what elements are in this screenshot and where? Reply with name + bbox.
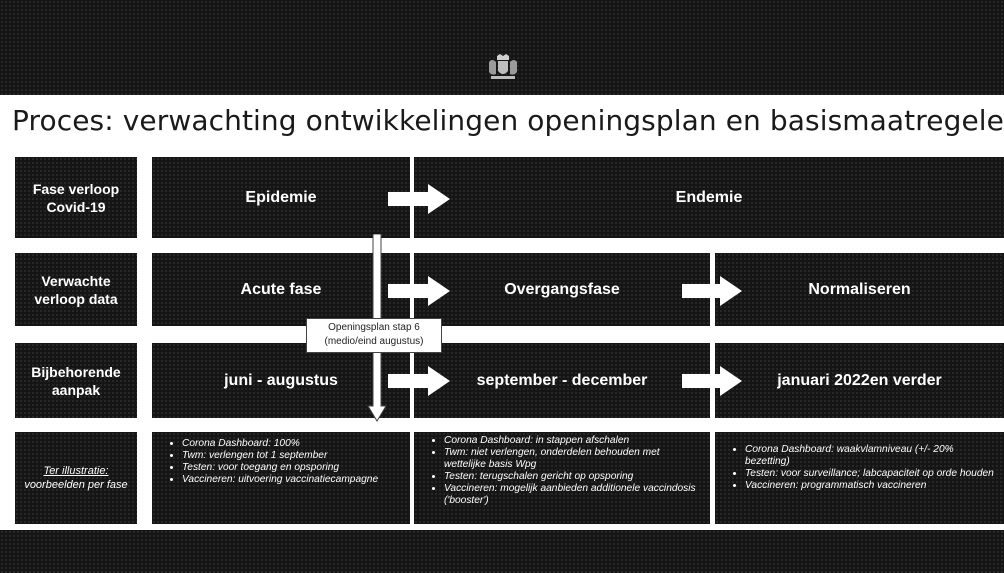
right-arrow-icon	[682, 276, 742, 306]
callout-line-1: Openingsplan stap 6	[328, 322, 420, 333]
list-item: Vaccineren: mogelijk aanbieden additione…	[444, 483, 700, 507]
header-band	[0, 0, 1004, 95]
cell-overgangsfase: Overgangsfase	[414, 253, 710, 326]
illustratie-label-underlined: Ter illustratie:	[43, 465, 109, 477]
row-label-fase: Fase verloop Covid-19	[15, 157, 137, 238]
cell-endemie: Endemie	[414, 157, 1004, 238]
list-item: Corona Dashboard: waakvlamniveau (+/- 20…	[745, 444, 994, 468]
illustratie-label-rest: voorbeelden per fase	[24, 479, 128, 491]
coat-of-arms-icon	[489, 54, 517, 79]
cell-acute-fase: Acute fase	[152, 253, 410, 326]
callout-line-2: (medio/eind augustus)	[324, 336, 424, 347]
cell-september-december: september - december	[414, 343, 710, 418]
footer-band	[0, 530, 1004, 573]
right-arrow-icon	[388, 184, 450, 214]
openingsplan-callout: Openingsplan stap 6 (medio/eind augustus…	[306, 318, 442, 353]
right-arrow-icon	[682, 366, 742, 396]
list-item: Testen: voor toegang en opsporing	[182, 462, 400, 474]
illustratie-col-1: Corona Dashboard: 100% Twm: verlengen to…	[152, 432, 410, 524]
right-arrow-icon	[388, 366, 450, 396]
row-label-verloop: Verwachte verloop data	[15, 253, 137, 326]
illustratie-col-2: Corona Dashboard: in stappen afschalen T…	[414, 432, 710, 524]
list-item: Twm: verlengen tot 1 september	[182, 450, 400, 462]
page-title: Proces: verwachting ontwikkelingen openi…	[12, 104, 1004, 137]
cell-juni-augustus: juni - augustus	[152, 343, 410, 418]
cell-januari-2022: januari 2022en verder	[715, 343, 1004, 418]
list-item: Twm: niet verlengen, onderdelen behouden…	[444, 447, 700, 471]
cell-epidemie: Epidemie	[152, 157, 410, 238]
list-item: Testen: voor surveillance; labcapaciteit…	[745, 468, 994, 480]
cell-normaliseren: Normaliseren	[715, 253, 1004, 326]
right-arrow-icon	[388, 276, 450, 306]
list-item: Vaccineren: uitvoering vaccinatiecampagn…	[182, 474, 400, 486]
row-label-illustratie: Ter illustratie: voorbeelden per fase	[15, 432, 137, 524]
illustratie-col-3: Corona Dashboard: waakvlamniveau (+/- 20…	[715, 432, 1004, 524]
list-item: Testen: terugschalen gericht op opsporin…	[444, 471, 700, 483]
list-item: Vaccineren: programmatisch vaccineren	[745, 480, 994, 492]
row-label-aanpak: Bijbehorende aanpak	[15, 343, 137, 418]
list-item: Corona Dashboard: 100%	[182, 438, 400, 450]
list-item: Corona Dashboard: in stappen afschalen	[444, 435, 700, 447]
